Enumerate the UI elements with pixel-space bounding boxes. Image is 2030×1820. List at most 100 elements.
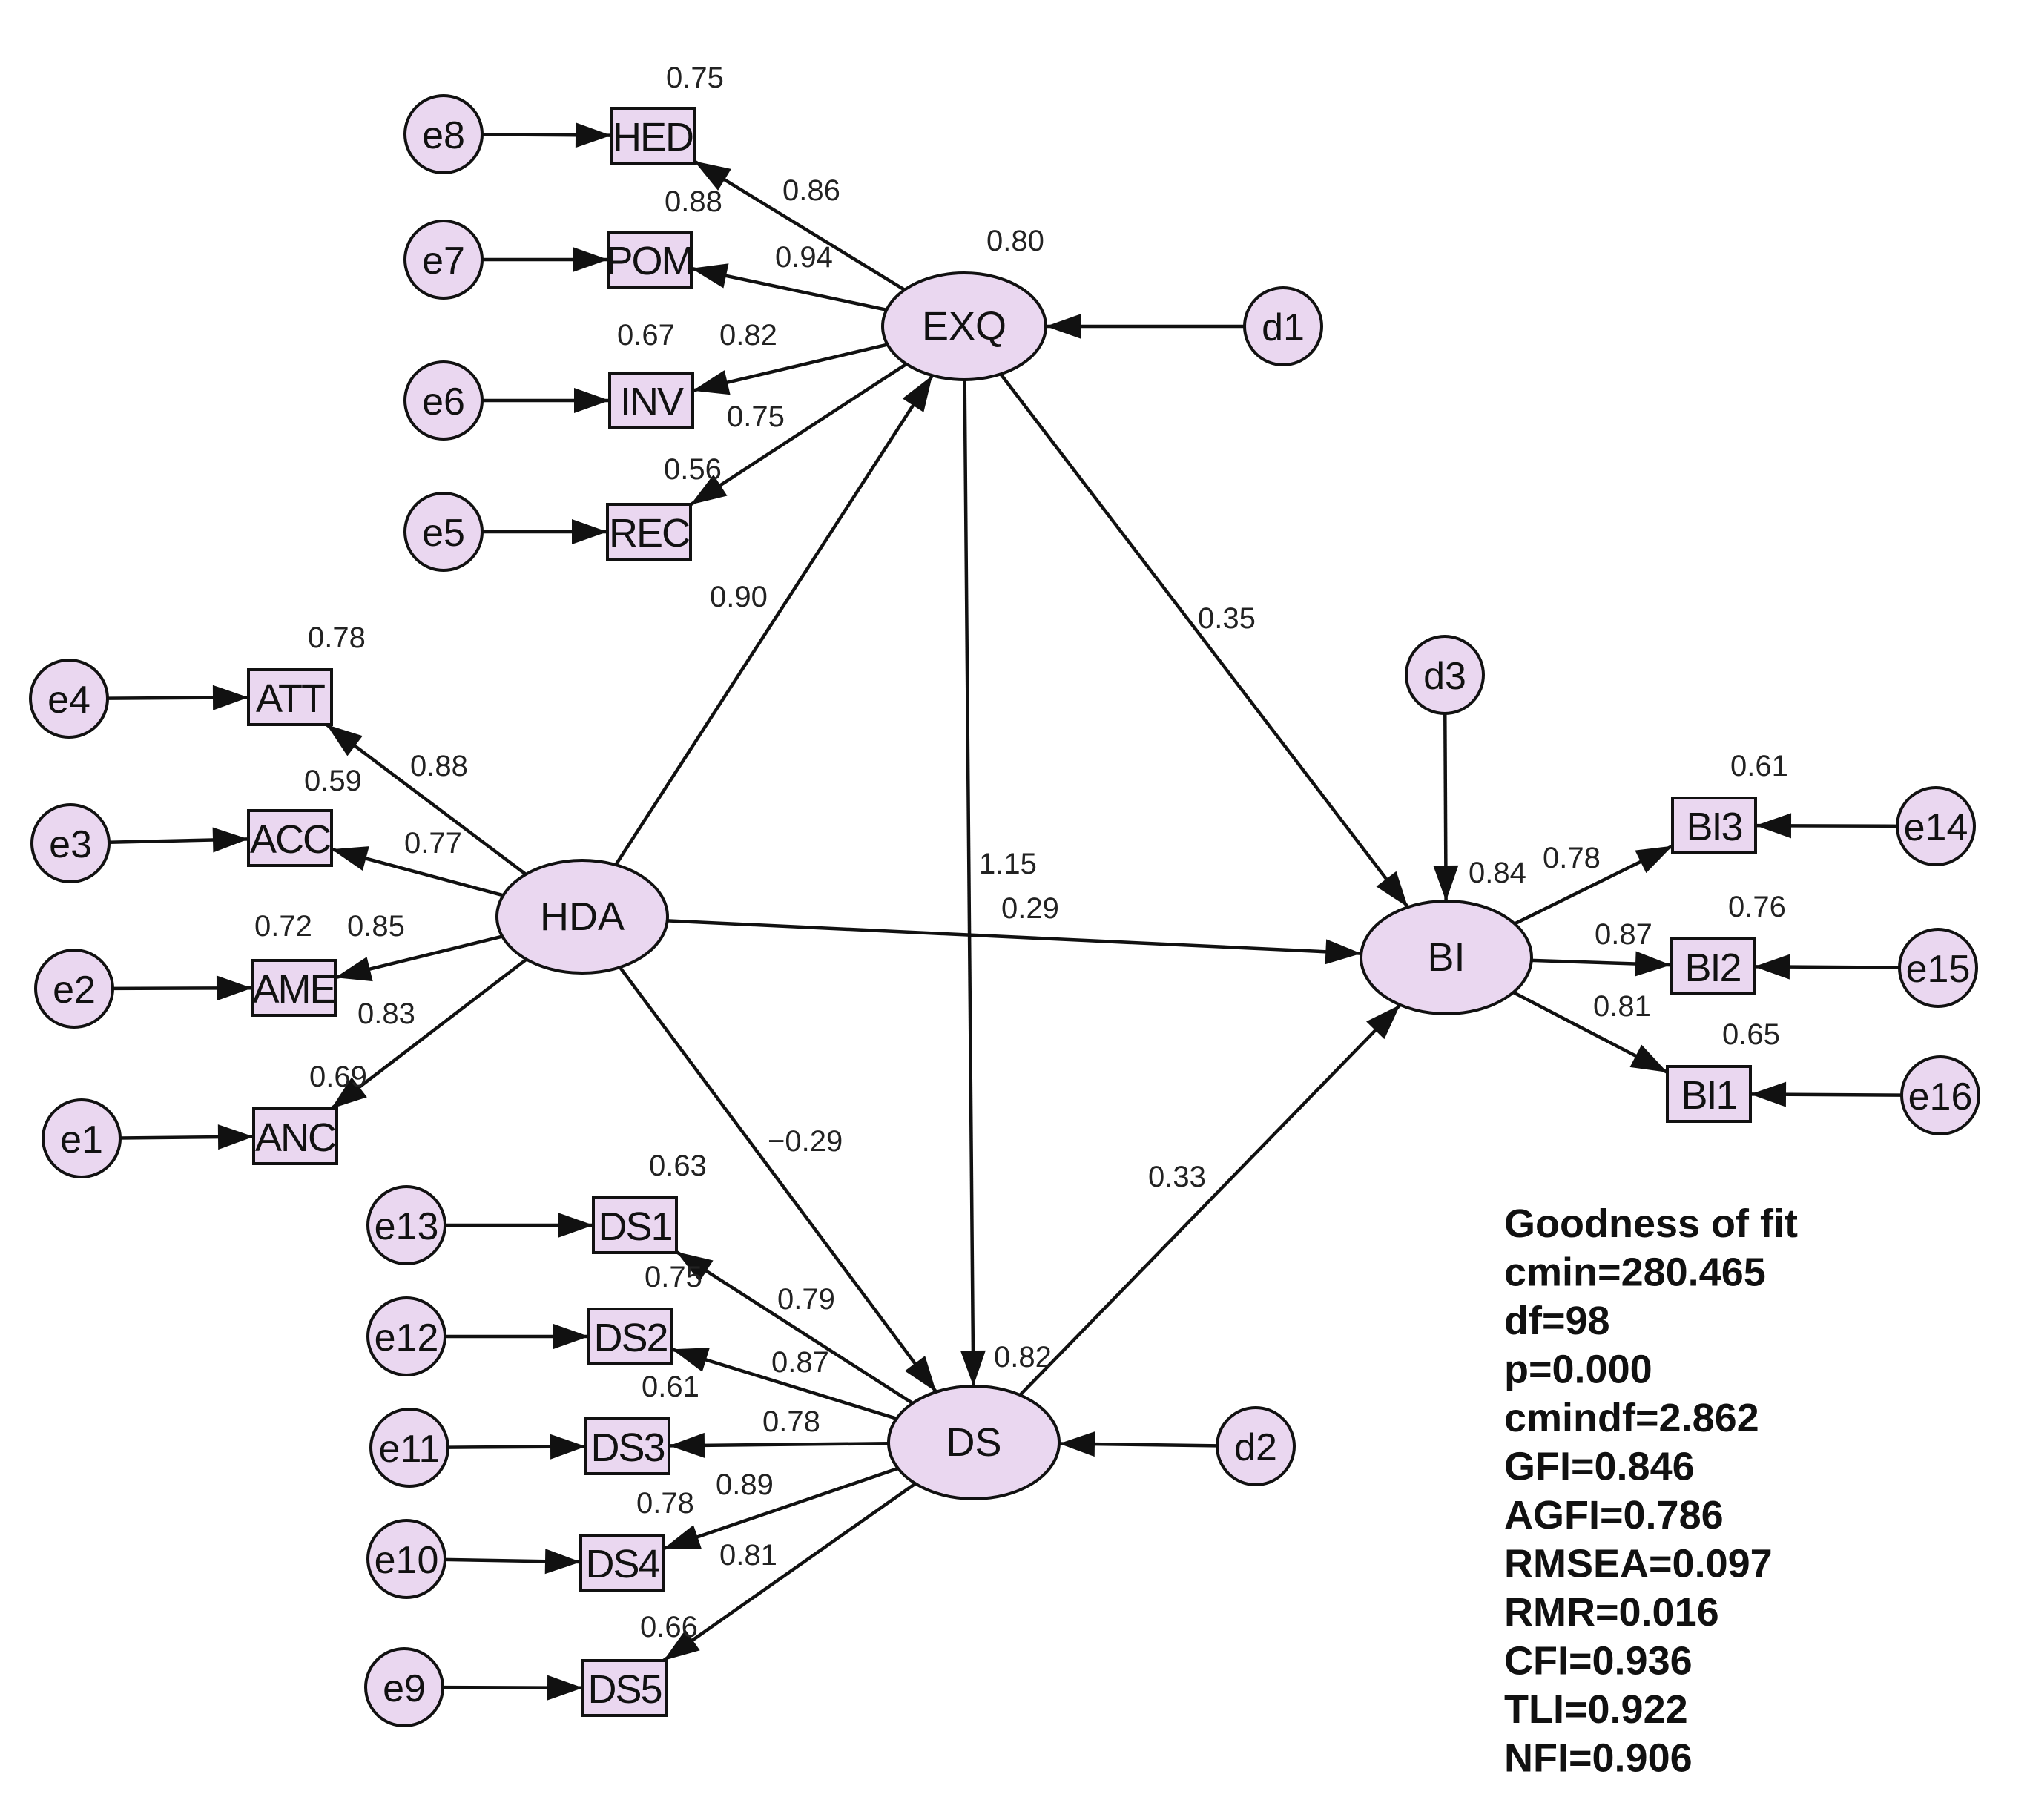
indicator-label: AME [252,967,335,1012]
latent-label: EXQ [922,304,1006,349]
indicator-label: DS2 [593,1316,667,1360]
error-e14: e14 [1896,786,1976,866]
error-e8: e8 [403,94,484,174]
loading-ds-ds5-arrowhead [663,1629,700,1661]
error-label: e4 [47,679,90,722]
indicator-box [1670,937,1756,995]
indicator-label: ATT [256,676,325,721]
path-d2-ds-arrowhead [1058,1431,1095,1457]
error-circle [1896,786,1976,866]
loading-exq-inv-arrowhead [693,370,731,395]
r2-hed: 0.75 [666,62,724,94]
indicator-pom: POM [606,231,695,289]
error-label: e12 [375,1316,439,1359]
loading-ds-ds3-arrowhead [669,1432,705,1458]
latent-ellipse [881,271,1047,381]
error-circle [1900,1055,1980,1135]
path-label-exq-bi: 0.35 [1198,602,1256,635]
loading-ds-ds3 [668,1441,889,1448]
indicator-box [606,503,692,561]
r2-pom: 0.88 [665,185,722,218]
path-label-hda-exq: 0.90 [710,581,768,613]
indicator-bi3: BI3 [1671,797,1757,854]
latent-ds: DS [887,1385,1061,1500]
path-exq-ds [963,379,975,1387]
path-e12-ds2-arrowhead [553,1324,589,1349]
error-circle [369,1408,449,1488]
path-e7-pom-arrowhead [573,247,608,272]
error-label: e8 [422,114,465,157]
path-hda-ds-arrowhead [904,1356,937,1392]
goodness-of-fit-block: Goodness of fitcmin=280.465df=98p=0.000c… [1504,1201,1798,1781]
gof-line: CFI=0.936 [1504,1639,1693,1684]
loading-label-ame: 0.85 [347,910,405,943]
indicator-label: BI2 [1684,946,1740,990]
loading-hda-anc-arrowhead [331,1077,367,1109]
path-label-hda-bi: 0.29 [1001,892,1059,925]
loading-ds-ds2 [671,1348,897,1420]
latent-bi: BI [1360,900,1533,1015]
loading-exq-pom-arrowhead [691,263,729,289]
loading-ds-ds2-arrowhead [672,1348,710,1372]
loading-exq-rec-arrowhead [691,475,728,505]
loading-exq-hed [693,159,906,291]
path-ds-bi-arrowhead [1366,1004,1400,1040]
error-e13: e13 [366,1185,446,1265]
error-label: e16 [1908,1075,1973,1118]
error-label: e6 [422,380,465,423]
loading-exq-rec [689,362,908,507]
indicator-label: ANC [255,1115,335,1160]
indicator-inv: INV [608,372,694,429]
loading-ds-ds4 [663,1466,899,1550]
indicator-box [579,1534,665,1592]
indicator-box [610,107,696,165]
path-e4-att-arrowhead [212,685,248,710]
error-circle [1405,635,1485,715]
loading-label-bi2: 0.87 [1595,918,1652,951]
loading-hda-att-arrowhead [326,725,363,756]
nodes-layer: EXQHDADSBIHEDPOMINVRECATTACCAMEANCDS1DS2… [29,94,1980,1727]
indicator-ame: AME [251,959,337,1017]
loading-label-ds2: 0.87 [771,1346,829,1379]
latent-ellipse [1360,900,1533,1015]
loading-label-ds1: 0.79 [777,1283,835,1316]
path-exq-bi [999,373,1409,909]
indicator-label: REC [609,511,689,555]
error-label: d3 [1423,655,1466,698]
indicator-ds5: DS5 [581,1659,668,1717]
loading-label-acc: 0.77 [404,827,462,860]
latent-ellipse [495,859,669,975]
loading-label-inv: 0.82 [719,319,777,352]
path-e9-ds5-arrowhead [547,1675,583,1701]
path-e6-inv-arrowhead [574,388,610,413]
edges-layer [107,122,1902,1701]
path-exq-bi-arrowhead [1376,871,1408,908]
loading-hda-anc [330,957,528,1110]
error-circle [1216,1406,1296,1486]
latent-label: DS [946,1420,1001,1465]
error-circle [403,94,484,174]
error-label: e14 [1904,806,1968,849]
indicator-att: ATT [247,668,333,726]
r2-acc: 0.59 [304,765,362,797]
indicator-anc: ANC [252,1107,338,1165]
indicator-box [581,1659,668,1717]
gof-title: Goodness of fit [1504,1201,1798,1246]
gof-line: TLI=0.922 [1504,1687,1688,1732]
indicator-rec: REC [606,503,692,561]
error-d1: d1 [1243,286,1323,366]
loading-hda-att [325,723,527,876]
indicator-box [1666,1065,1752,1123]
loading-bi-bi2-arrowhead [1635,951,1671,977]
error-e12: e12 [366,1296,446,1376]
indicator-label: DS4 [585,1542,659,1586]
r2-ds2: 0.75 [645,1261,702,1293]
path-hda-exq [614,375,934,866]
latent-hda: HDA [495,859,669,975]
indicator-box [251,959,337,1017]
loading-label-hed: 0.86 [782,174,840,207]
indicator-box [252,1107,338,1165]
indicator-label: DS5 [587,1667,661,1712]
indicator-label: POM [606,239,693,283]
